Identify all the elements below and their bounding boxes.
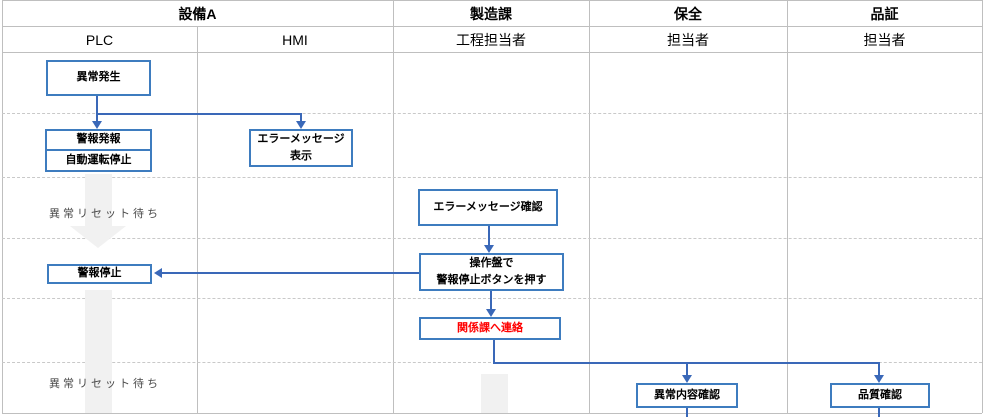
connector-occurs-down: [96, 96, 98, 115]
node-error-msg-confirm: エラーメッセージ確認: [418, 189, 558, 226]
connector-to-error-display: [300, 113, 302, 122]
grid-col-mfg-maint: [589, 0, 590, 413]
block-arrow-wait-2-shaft: [85, 290, 112, 413]
node-error-msg-display-line1: エラーメッセージ: [257, 132, 345, 145]
node-press-stop-line2: 警報停止ボタンを押す: [436, 274, 547, 286]
lane-sub-process-staff: 工程担当者: [393, 27, 589, 53]
lane-sub-plc: PLC: [2, 27, 197, 53]
grid-col-maint-qa: [787, 0, 788, 413]
node-abnormal-content-check: 異常内容確認: [636, 383, 738, 408]
node-quality-check: 品質確認: [830, 383, 930, 408]
connector-abnormal-check-down-stub: [686, 408, 688, 417]
connector-contact-down: [493, 340, 495, 364]
node-press-stop-button: 操作盤で 警報停止ボタンを押す: [419, 253, 564, 291]
lane-sub-qa-staff: 担当者: [787, 27, 982, 53]
block-arrow-wait-1-head: [70, 226, 126, 248]
arrowhead-contact: [486, 309, 496, 317]
lane-sub-maintenance-staff: 担当者: [589, 27, 787, 53]
grid-row-dash-4: [2, 298, 982, 299]
node-contact-related-label: 関係課へ連絡: [457, 321, 523, 334]
node-auto-stop: 自動運転停止: [45, 149, 152, 172]
grid-right-border: [982, 0, 983, 413]
grid-col-hmi-mfg: [393, 0, 394, 413]
grid-row-dash-2: [2, 177, 982, 178]
lane-group-quality-assurance: 品証: [787, 0, 982, 27]
node-auto-stop-label: 自動運転停止: [65, 153, 132, 166]
lane-group-equipment-a: 設備A: [2, 0, 393, 27]
arrowhead-abnormal-check: [682, 375, 692, 383]
connector-to-abnormal-check: [686, 362, 688, 376]
connector-to-quality-check: [878, 362, 880, 376]
node-alarm-stop: 警報停止: [47, 264, 152, 284]
wait-reset-label-2: 異常リセット待ち: [49, 378, 161, 390]
connector-quality-check-down-stub: [878, 408, 880, 417]
node-error-msg-confirm-label: エラーメッセージ確認: [433, 200, 543, 213]
block-arrow-process-shaft: [481, 374, 508, 413]
connector-branch-horizontal: [96, 113, 302, 115]
node-abnormal-content-check-label: 異常内容確認: [654, 388, 720, 401]
node-press-stop-line1: 操作盤で: [469, 256, 514, 269]
block-arrow-wait-1-shaft: [85, 174, 112, 226]
connector-press-to-contact: [490, 291, 492, 310]
node-error-msg-display: エラーメッセージ 表示: [249, 129, 353, 167]
connector-confirm-to-press: [488, 226, 490, 246]
arrowhead-error-display: [296, 121, 306, 129]
node-abnormal-occurs: 異常発生: [46, 60, 151, 96]
grid-bottom-border: [2, 413, 982, 414]
lane-group-maintenance: 保全: [589, 0, 787, 27]
wait-reset-label-1: 異常リセット待ち: [49, 208, 161, 220]
node-alarm-issued: 警報発報: [45, 129, 152, 151]
grid-row-dash-3: [2, 238, 982, 239]
grid-col-plc-hmi: [197, 27, 198, 413]
lane-sub-hmi: HMI: [197, 27, 393, 53]
arrowhead-alarm-stop: [154, 268, 162, 278]
grid-row-dash-1: [2, 113, 982, 114]
lane-group-manufacturing: 製造課: [393, 0, 589, 27]
node-alarm-stop-label: 警報停止: [77, 267, 122, 280]
arrowhead-alarm-issued: [92, 121, 102, 129]
grid-left-border: [2, 0, 3, 413]
arrowhead-press-button: [484, 245, 494, 253]
grid-row-dash-5: [2, 362, 982, 363]
node-quality-check-label: 品質確認: [858, 388, 902, 401]
connector-press-to-alarm-stop: [162, 272, 419, 274]
node-alarm-issued-label: 警報発報: [76, 133, 121, 146]
node-contact-related: 関係課へ連絡: [419, 317, 561, 340]
arrowhead-quality-check: [874, 375, 884, 383]
connector-to-alarm-issued: [96, 113, 98, 122]
node-error-msg-display-line2: 表示: [290, 150, 312, 162]
node-abnormal-occurs-label: 異常発生: [76, 71, 121, 84]
